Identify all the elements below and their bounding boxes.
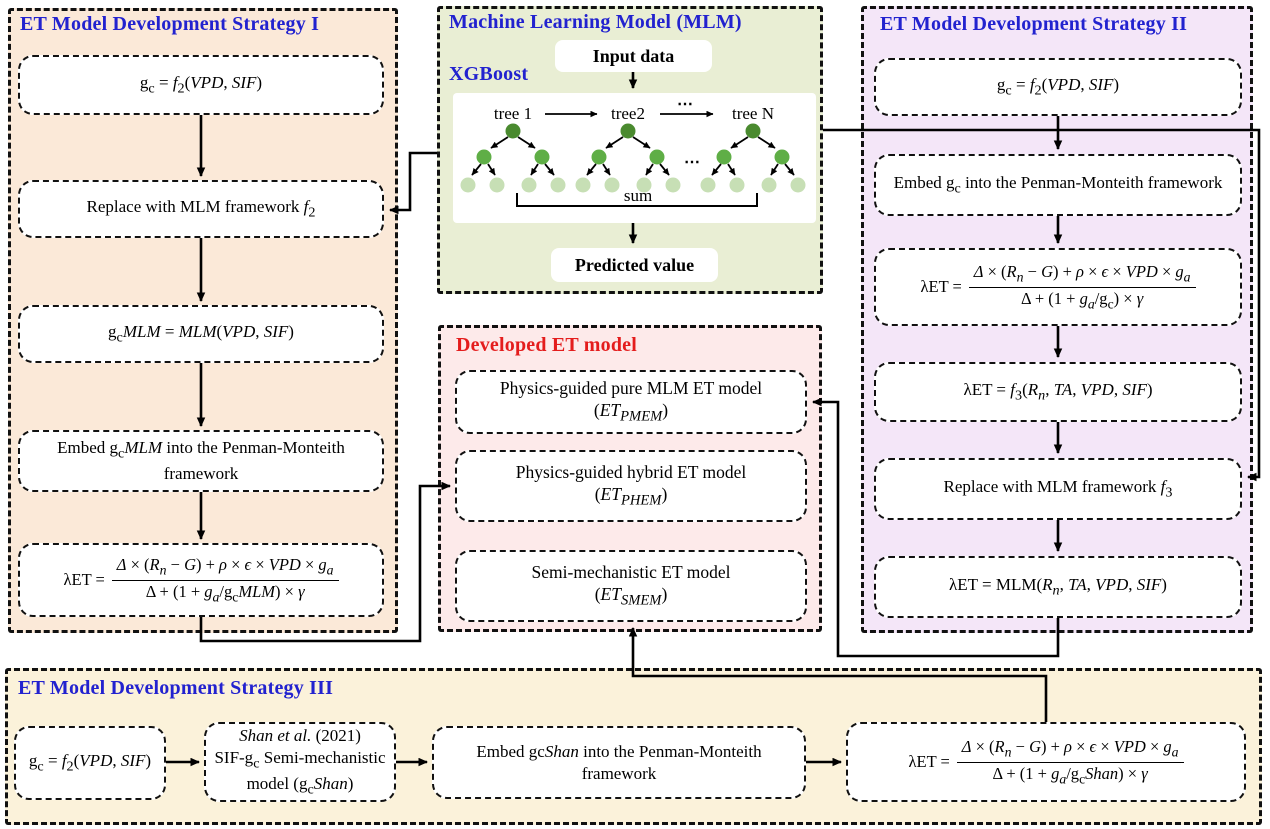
- s1-box-lambda-et-formula: λET = Δ × (Rn − G) + ρ × ϵ × VPD × ga Δ …: [18, 543, 384, 617]
- s1-box-replace-mlm-f2: Replace with MLM framework f2: [18, 180, 384, 238]
- developed-title: Developed ET model: [456, 334, 638, 356]
- dev-box-phem: Physics-guided hybrid ET model (ETPHEM): [455, 450, 807, 522]
- sum-bracket: [516, 193, 758, 207]
- s1-box-gcmlm-equation: gcMLM = MLM(VPD, SIF): [18, 305, 384, 363]
- sum-label: sum: [624, 186, 652, 205]
- s3-box-gc-equation: gc = f2(VPD, SIF): [14, 726, 166, 800]
- tree-2: [575, 123, 681, 193]
- s2-box-gc-equation: gc = f2(VPD, SIF): [874, 58, 1242, 116]
- mlm-title: Machine Learning Model (MLM): [449, 11, 742, 33]
- tree-n: [700, 123, 806, 193]
- s3-box-lambda-et-formula: λET = Δ × (Rn − G) + ρ × ϵ × VPD × ga Δ …: [846, 722, 1246, 802]
- s2-box-lambda-et-f3: λET = f3(Rn, TA, VPD, SIF): [874, 362, 1242, 422]
- strategy1-title: ET Model Development Strategy I: [20, 13, 320, 35]
- s2-box-lambda-et-mlm: λET = MLM(Rn, TA, VPD, SIF): [874, 556, 1242, 618]
- dots-top: ⋯: [677, 96, 693, 113]
- dev-box-pmem: Physics-guided pure MLM ET model (ETPMEM…: [455, 370, 807, 434]
- strategy3-title: ET Model Development Strategy III: [18, 677, 334, 699]
- tree-ensemble-svg: tree 1 tree2 tree N ⋯ ⋯: [460, 96, 806, 207]
- s2-box-replace-mlm-f3: Replace with MLM framework f3: [874, 458, 1242, 520]
- tree-1-label: tree 1: [494, 104, 532, 123]
- s3-box-shan-model: Shan et al. (2021) SIF-gc Semi-mechanist…: [204, 722, 396, 802]
- tree-1: [460, 123, 566, 193]
- xgboost-tree-diagram: tree 1 tree2 tree N ⋯ ⋯: [453, 93, 816, 223]
- dev-box-smem: Semi-mechanistic ET model (ETSMEM): [455, 550, 807, 622]
- tree-n-label: tree N: [732, 104, 774, 123]
- xgboost-label: XGBoost: [449, 63, 529, 85]
- s2-box-embed-gc: Embed gc into the Penman-Monteith framew…: [874, 154, 1242, 216]
- dots-mid: ⋯: [684, 154, 700, 171]
- predicted-value-box: Predicted value: [551, 248, 718, 282]
- tree-2-label: tree2: [611, 104, 645, 123]
- s2-box-lambda-et-formula: λET = Δ × (Rn − G) + ρ × ϵ × VPD × ga Δ …: [874, 248, 1242, 326]
- s1-box-gc-equation: gc = f2(VPD, SIF): [18, 55, 384, 115]
- s1-box-embed-gcmlm: Embed gcMLM into the Penman-Monteith fra…: [18, 430, 384, 492]
- input-data-box: Input data: [555, 40, 712, 72]
- s3-box-embed-gcshan: Embed gcShan into the Penman-Monteith fr…: [432, 726, 806, 799]
- strategy2-title: ET Model Development Strategy II: [880, 13, 1188, 35]
